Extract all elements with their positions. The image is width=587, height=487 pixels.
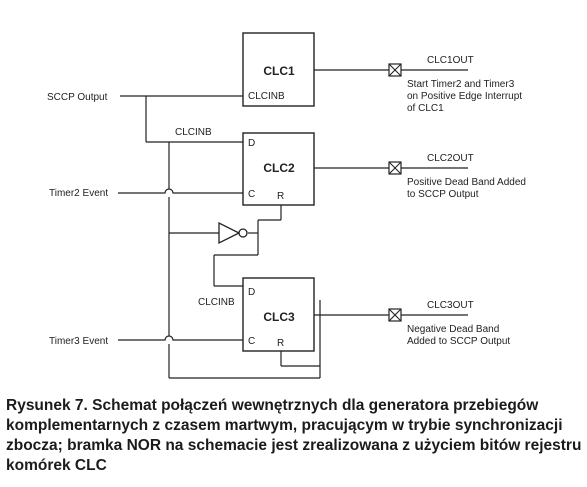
- clc2-block: CLC2 D C R: [242, 132, 315, 206]
- figure-caption: Rysunek 7. Schemat połączeń wewnętrznych…: [6, 397, 582, 474]
- clc1out-desc-line-1: Start Timer2 and Timer3: [407, 79, 515, 90]
- sccp-output-label: SCCP Output: [47, 92, 108, 103]
- clc2out-desc-line-1: Positive Dead Band Added: [407, 177, 526, 188]
- clc1out-pin: [388, 63, 402, 77]
- clc3-block: CLC3 D C R: [242, 277, 315, 352]
- clc3out-desc-line-2: Added to SCCP Output: [407, 336, 510, 347]
- timer2-event-label: Timer2 Event: [49, 188, 108, 199]
- clc2-title: CLC2: [263, 161, 295, 175]
- clc3out-desc-line-1: Negative Dead Band: [407, 324, 499, 335]
- clc3-pin-d: D: [248, 287, 255, 298]
- clc2out-desc-line-2: to SCCP Output: [407, 189, 479, 200]
- clc3out-label: CLC3OUT: [427, 300, 474, 311]
- clc1out-label: CLC1OUT: [427, 55, 474, 66]
- clcinb-wire-label-1: CLCINB: [175, 127, 212, 138]
- clcinb-wire-label-2: CLCINB: [198, 297, 235, 308]
- wiring: [118, 69, 468, 379]
- clc2-pin-r: R: [277, 191, 284, 202]
- clc1-title: CLC1: [263, 64, 295, 78]
- clc1-block: CLC1 CLCINB: [242, 32, 315, 107]
- inverter-gate: [218, 221, 248, 245]
- clc2out-label: CLC2OUT: [427, 153, 474, 164]
- clc2-pin-d: D: [248, 138, 255, 149]
- clc3-title: CLC3: [263, 310, 295, 324]
- clc3out-pin: [388, 308, 402, 322]
- clc1out-desc-line-3: of CLC1: [407, 103, 444, 114]
- timer3-event-label: Timer3 Event: [49, 336, 108, 347]
- clc2-pin-c: C: [248, 189, 255, 200]
- clc2out-pin: [388, 161, 402, 175]
- clc3-pin-c: C: [248, 336, 255, 347]
- clc1out-desc-line-2: on Positive Edge Interrupt: [407, 91, 522, 102]
- logic-diagram: CLC1 CLCINB CLC2 D C R CLC3 D C R SCCP O…: [47, 32, 526, 379]
- clc1-pin-clcinb: CLCINB: [248, 91, 285, 102]
- clc3-pin-r: R: [277, 338, 284, 349]
